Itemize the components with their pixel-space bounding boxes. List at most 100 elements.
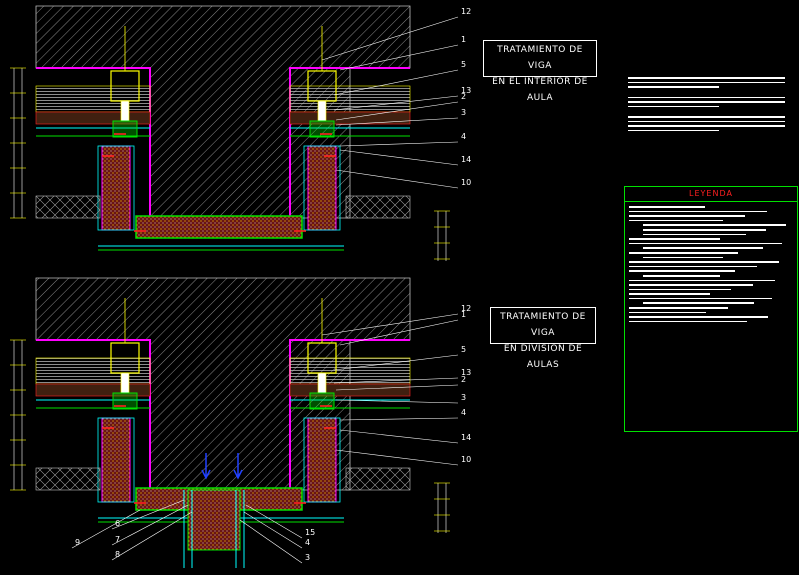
title-bottom-line-2: EN DIVISION DE AULAS [503,344,583,370]
legend-item-text [629,279,776,282]
wall-core [101,145,131,231]
legend-item [629,247,797,249]
legend-item [629,270,797,272]
leader-line [111,499,185,530]
legend-item [629,274,797,277]
legend-item-text [643,302,754,305]
legend-item-text [629,251,739,254]
wall-core [307,417,337,503]
ceiling-panel [289,85,411,113]
legend-item-text [629,206,705,208]
callout-number: 10 [461,178,472,187]
ceiling-panel [35,85,151,113]
legend-item-text [643,228,767,231]
leader-line [335,384,459,391]
callout-number: 13 [461,86,472,95]
leader-line [335,169,459,189]
ceiling-panel [289,357,411,385]
clamp-block [309,120,335,138]
blue-arrow [201,453,211,480]
legend-panel: LEYENDA [624,186,798,432]
insulation-right [345,467,411,491]
leader-line [333,354,459,371]
clamp-block [112,392,138,410]
bottom-panel [135,215,303,239]
callout-number: 13 [461,368,472,377]
legend-item-text [629,242,782,245]
hanger-rod [120,372,130,394]
legend-item-text [629,293,710,295]
legend-item [629,293,797,295]
callout-number: 4 [305,538,311,547]
legend-item [629,288,797,291]
callout-number: 5 [461,345,467,354]
leader-line [339,417,459,421]
leader-line [333,69,459,96]
leader-line [339,141,459,147]
callout-number: 2 [461,375,467,384]
ceiling-panel [35,357,151,385]
leader-line [335,117,459,126]
note-line [628,105,719,107]
legend-item-text [643,233,747,236]
hanger-rod [120,100,130,122]
legend-item [629,219,797,222]
insulation-left [35,195,101,219]
callout-number: 7 [115,535,121,544]
wall-skin [97,417,135,503]
leader-line [71,509,141,549]
note-line [628,77,785,79]
leader-line [243,511,303,549]
detail-top-beam [10,5,450,261]
note-paragraph [628,116,793,131]
title-bottom-line-1: TRATAMIENTO DE VIGA [500,312,586,338]
wall-skin [303,145,341,231]
callout-number: 14 [461,155,472,164]
leader-line [111,504,189,546]
legend-item [629,302,797,305]
note-line [628,96,785,98]
leader-line [333,95,459,111]
legend-item-text [629,316,769,318]
callout-number: 3 [305,553,311,562]
wall-core [307,145,337,231]
division-wall [187,489,241,551]
legend-item [629,307,797,309]
callout-number: 14 [461,433,472,442]
blue-arrow [233,453,243,480]
legend-item [629,316,797,318]
legend-item [629,297,797,300]
callout-number: 1 [461,310,467,319]
detail-bottom-beam [10,277,450,568]
leader-line [335,449,459,466]
leader-line [335,101,459,121]
legend-title: LEYENDA [625,187,797,202]
title-top-line-2: EN EL INTERIOR DE AULA [492,77,588,103]
legend-item-text [629,320,747,323]
legend-item [629,265,797,268]
note-line [628,116,785,118]
legend-item [629,311,797,314]
leader-line [335,399,459,404]
leader-line [339,44,459,71]
title-box-bottom: TRATAMIENTO DE VIGA EN DIVISION DE AULAS [490,307,596,370]
legend-item-text [643,224,787,226]
legend-item-text [629,307,729,309]
wall-core [101,417,131,503]
legend-item-text [643,247,764,249]
legend-item-text [629,297,772,300]
callout-number: 2 [461,92,467,101]
note-line [628,120,785,122]
callout-number: 3 [461,108,467,117]
callout-number: 8 [115,550,121,559]
legend-item-text [629,311,707,314]
callout-number: 12 [461,304,472,313]
clamp-block [309,392,335,410]
legend-item [629,242,797,245]
note-line [628,125,785,127]
legend-item [629,279,797,282]
hanger-rod [317,100,327,122]
legend-item [629,251,797,254]
